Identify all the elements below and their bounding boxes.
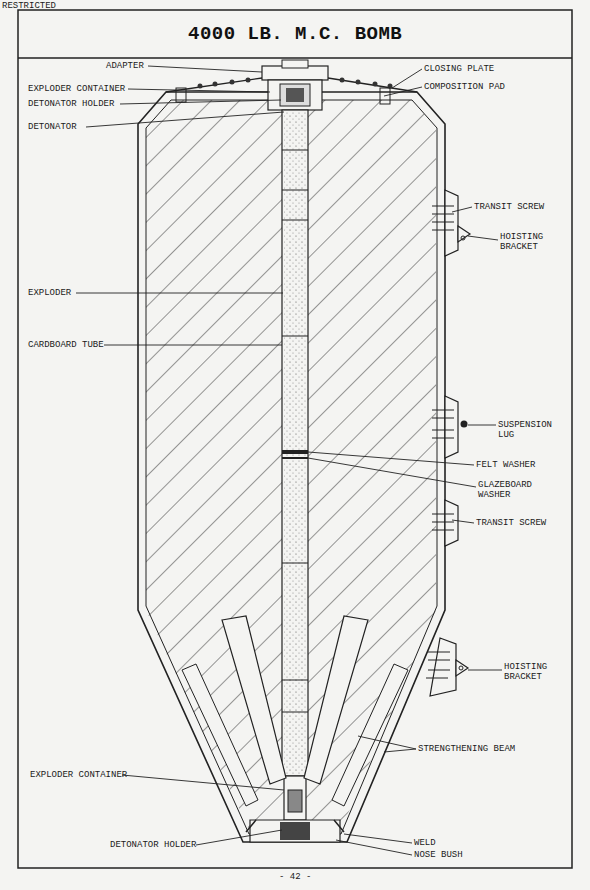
- part-label: EXPLODER CONTAINER: [28, 84, 125, 94]
- part-label: DETONATOR: [28, 122, 77, 132]
- part-label: STRENGTHENING BEAM: [418, 744, 515, 754]
- cardboard-tube: [282, 110, 308, 776]
- frame: [18, 10, 572, 868]
- part-label: HOISTING BRACKET: [504, 662, 564, 682]
- casing: [138, 92, 445, 842]
- classification-mark: RESTRICTED: [2, 1, 56, 11]
- leader-lines: [76, 66, 502, 855]
- page-number: - 42 -: [279, 872, 311, 882]
- part-label: SUSPENSION LUG: [498, 420, 560, 440]
- part-label: CARDBOARD TUBE: [28, 340, 104, 350]
- part-label: TRANSIT SCREW: [474, 202, 544, 212]
- part-label: TRANSIT SCREW: [476, 518, 546, 528]
- part-label: FELT WASHER: [476, 460, 535, 470]
- part-label: COMPOSITION PAD: [424, 82, 505, 92]
- part-label: GLAZEBOARD WASHER: [478, 480, 548, 500]
- title: 4000 LB. M.C. BOMB: [188, 23, 402, 45]
- part-label: WELD: [414, 838, 436, 848]
- part-label: HOISTING BRACKET: [500, 232, 560, 252]
- part-label: NOSE BUSH: [414, 850, 463, 860]
- part-label: EXPLODER CONTAINER: [30, 770, 127, 780]
- part-label: DETONATOR HOLDER: [28, 99, 114, 109]
- suspension-lug: [445, 396, 458, 458]
- part-label: CLOSING PLATE: [424, 64, 494, 74]
- nose-bush: [250, 820, 340, 842]
- part-label: DETONATOR HOLDER: [110, 840, 196, 850]
- hoisting-bracket: [445, 190, 458, 256]
- part-label: EXPLODER: [28, 288, 71, 298]
- part-label: ADAPTER: [106, 61, 144, 71]
